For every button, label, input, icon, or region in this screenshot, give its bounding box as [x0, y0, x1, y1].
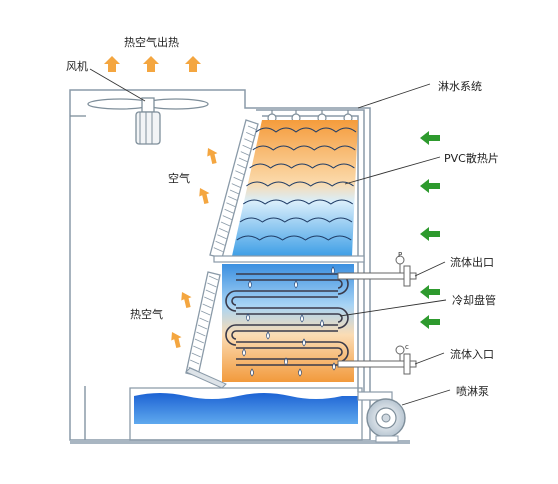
label-leader-lines [339, 83, 451, 406]
inlet-gauge-letter: c [405, 343, 409, 351]
spray-pump [357, 391, 406, 443]
leader-fluid-inlet [414, 352, 445, 365]
droplet-icon [302, 338, 306, 347]
air-intake-arrows [420, 131, 440, 329]
diagonal-arrow-icon [199, 188, 210, 204]
up-arrow-icon [143, 56, 159, 72]
tower-base [70, 440, 410, 444]
spray-pump-label: 喷淋泵 [456, 385, 489, 398]
fill-wave [249, 163, 355, 169]
left-arrow-icon [420, 179, 440, 193]
diagonal-arrow-icon [181, 292, 192, 308]
fill-wave [246, 181, 354, 187]
diagonal-arrow-icon [171, 332, 182, 348]
outlet-gauge-letter: P [398, 251, 402, 259]
cooling-coil-label: 冷却盘管 [452, 294, 496, 307]
left-arrow-icon [420, 315, 440, 329]
pvc-fill-block [232, 120, 358, 256]
hot-air-label: 热空气 [130, 308, 163, 321]
leader-spray-pump [401, 389, 451, 406]
hot-air-out-label: 热空气出热 [124, 36, 179, 49]
left-arrow-icon [420, 285, 440, 299]
droplet-icon [332, 362, 336, 371]
diagonal-arrow-icon [207, 148, 218, 164]
lower-louver [185, 271, 221, 377]
pvc-fill-media [232, 120, 358, 256]
section-divider [213, 255, 365, 263]
fluid-inlet-label: 流体入口 [450, 348, 494, 361]
air-label: 空气 [168, 172, 190, 185]
cooling-coil-section [222, 264, 354, 382]
droplet-icon [300, 314, 304, 323]
droplet-icon [250, 368, 254, 377]
upper-louver [209, 119, 259, 259]
outlet-pressure-gauge [395, 255, 405, 265]
up-arrow-icon [104, 56, 120, 72]
fill-wave [239, 217, 353, 223]
droplet-icon [331, 266, 335, 275]
basin-water [134, 393, 358, 424]
droplet-icon [294, 280, 298, 289]
droplet-icon [248, 280, 252, 289]
drift-deflector [185, 367, 227, 389]
droplet-icon [242, 348, 246, 357]
leader-spray-system [357, 83, 431, 109]
fill-wave [236, 235, 352, 241]
up-arrow-icon [185, 56, 201, 72]
fluid-outlet-label: 流体出口 [450, 256, 494, 269]
fan-label: 风机 [66, 60, 88, 73]
left-arrow-icon [420, 131, 440, 145]
leader-cooling-coil [339, 299, 447, 317]
droplet-icon [320, 319, 324, 328]
fan-leader-line [89, 68, 146, 102]
fill-wave [255, 127, 357, 133]
water-droplets [242, 266, 336, 377]
left-arrow-icon [420, 227, 440, 241]
droplet-icon [284, 357, 288, 366]
leader-fluid-outlet [414, 261, 446, 277]
fan [70, 97, 209, 145]
water-basin [129, 387, 363, 441]
air-flow-arrows [171, 148, 218, 348]
fan-motor [135, 111, 161, 145]
droplet-icon [266, 331, 270, 340]
coil-bed [222, 264, 354, 382]
fill-wave [242, 199, 354, 205]
droplet-icon [298, 368, 302, 377]
inlet-temperature-gauge [395, 345, 405, 355]
hot-air-up-arrows [104, 56, 201, 72]
leader-pvc-fill [344, 156, 441, 185]
pvc-fill-label: PVC散热片 [444, 152, 499, 165]
fill-wave [252, 145, 356, 151]
droplet-icon [246, 313, 250, 322]
spray-system-label: 淋水系统 [438, 80, 482, 93]
